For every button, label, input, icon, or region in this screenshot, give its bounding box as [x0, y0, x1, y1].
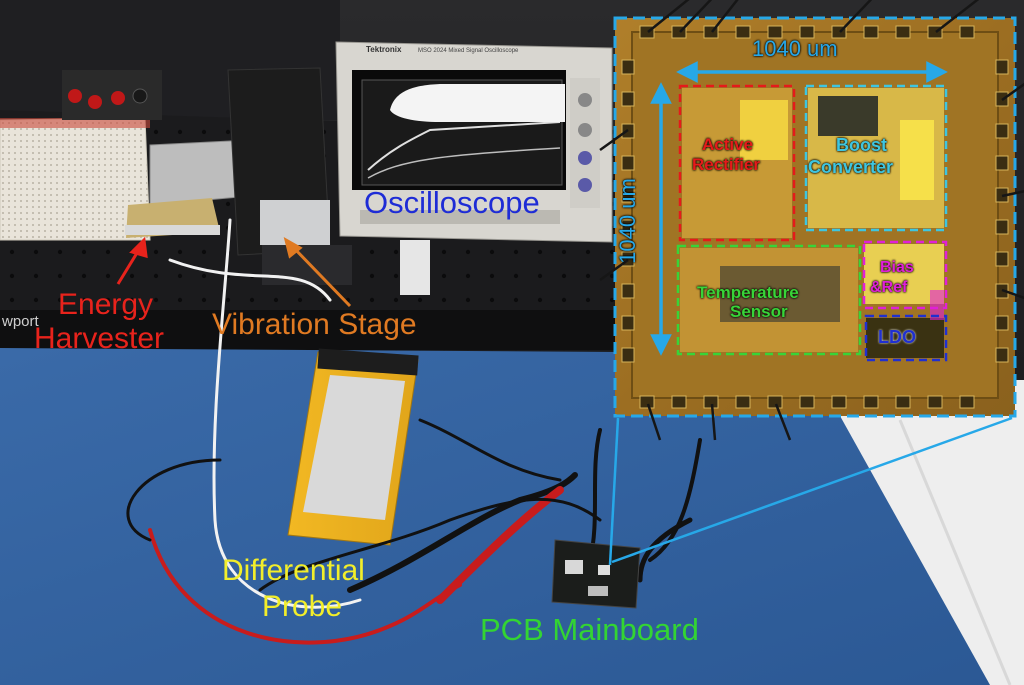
bias-ref-label-1: Bias [880, 259, 914, 276]
oscilloscope-model: MSO 2024 Mixed Signal Oscilloscope [418, 48, 519, 54]
die-micrograph [599, 0, 1024, 441]
temperature-sensor-label-2: Sensor [730, 302, 788, 321]
differential-probe-label-1: Differential [222, 554, 365, 587]
ldo-label: LDO [878, 327, 916, 347]
differential-probe-label-2: Probe [262, 590, 343, 623]
energy-harvester-label-1: Energy [58, 288, 154, 321]
boost-converter-label-1: Boost [836, 135, 887, 155]
oscilloscope-body [335, 41, 613, 295]
bench-brand: wport [2, 313, 39, 330]
die-width-label: 1040 um [752, 36, 838, 61]
differential-probe-device [287, 348, 419, 546]
oscilloscope-label: Oscilloscope [364, 185, 540, 220]
oscilloscope-brand: Tektronix [366, 45, 402, 54]
active-rectifier-label-2: Rectifier [692, 155, 761, 174]
bias-ref-label-2: &Ref [870, 279, 908, 296]
boost-converter-label-2: Converter [808, 157, 894, 177]
pcb-mainboard-label: PCB Mainboard [480, 612, 699, 647]
energy-harvester-label-2: Harvester [34, 322, 165, 355]
vibration-stage-label: Vibration Stage [212, 308, 417, 341]
pcb-board [551, 539, 641, 609]
active-rectifier-label-1: Active [702, 135, 754, 154]
temperature-sensor-label-1: Temperature [697, 283, 799, 302]
die-height-label: 1040 um [614, 178, 640, 264]
